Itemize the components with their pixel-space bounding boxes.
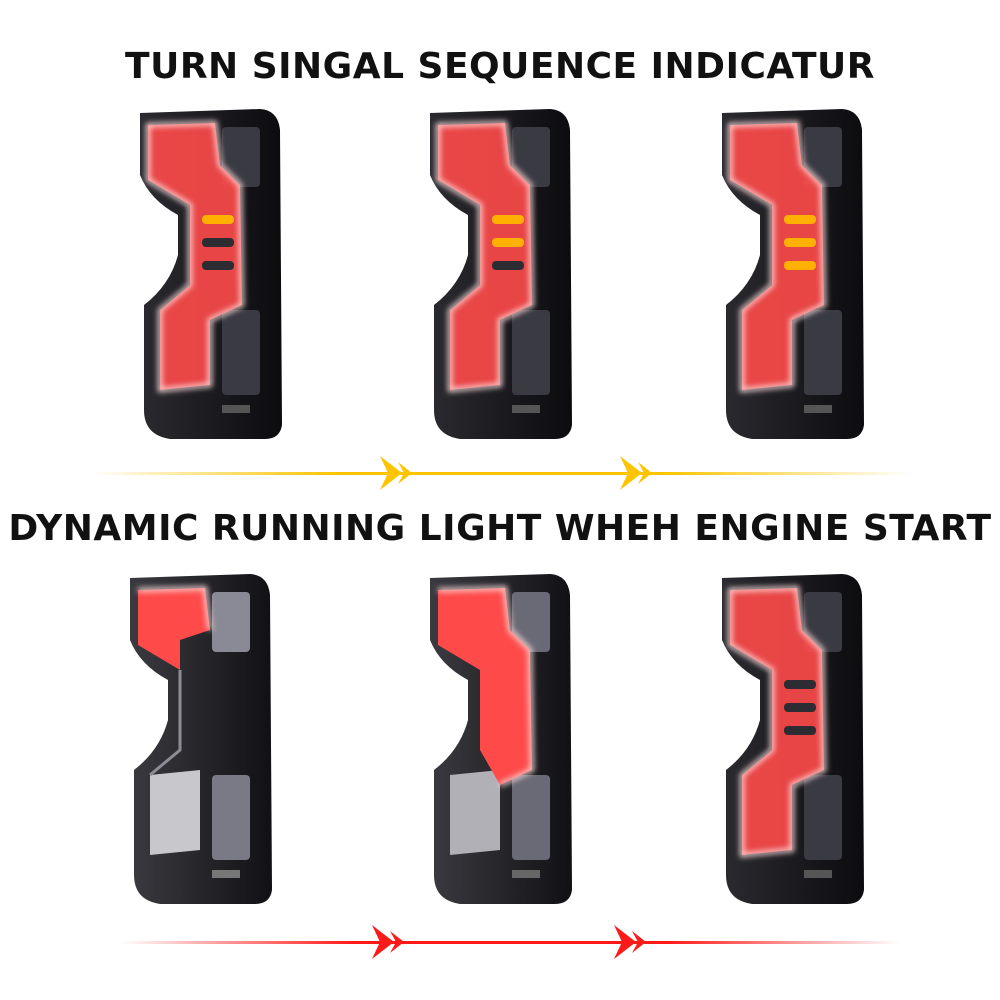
tail-light-turn-frame-2	[420, 105, 580, 445]
tail-light-running-frame-2	[420, 570, 580, 910]
tail-light-running-frame-3	[712, 570, 872, 910]
tail-light-illustration-icon	[130, 574, 272, 904]
tail-light-turn-frame-3	[712, 105, 872, 445]
tail-light-turn-frame-1	[130, 105, 290, 445]
tail-light-illustration-icon	[430, 574, 572, 904]
tail-light-illustration-icon	[722, 109, 864, 439]
tail-light-illustration-icon	[140, 109, 282, 439]
tail-light-illustration-icon	[430, 109, 572, 439]
turn-signal-heading: TURN SINGAL SEQUENCE INDICATUR	[125, 46, 875, 87]
turn-sequence-flow-line	[0, 448, 1000, 498]
tail-light-running-frame-1	[120, 570, 280, 910]
amber-bar	[202, 215, 234, 224]
running-sequence-flow-line	[0, 912, 1000, 962]
tail-light-illustration-icon	[722, 574, 864, 904]
double-chevron-arrow-icon	[90, 456, 910, 490]
double-chevron-arrow-icon	[120, 925, 900, 959]
running-light-heading: DYNAMIC RUNNING LIGHT WHEH ENGINE START	[8, 508, 992, 549]
